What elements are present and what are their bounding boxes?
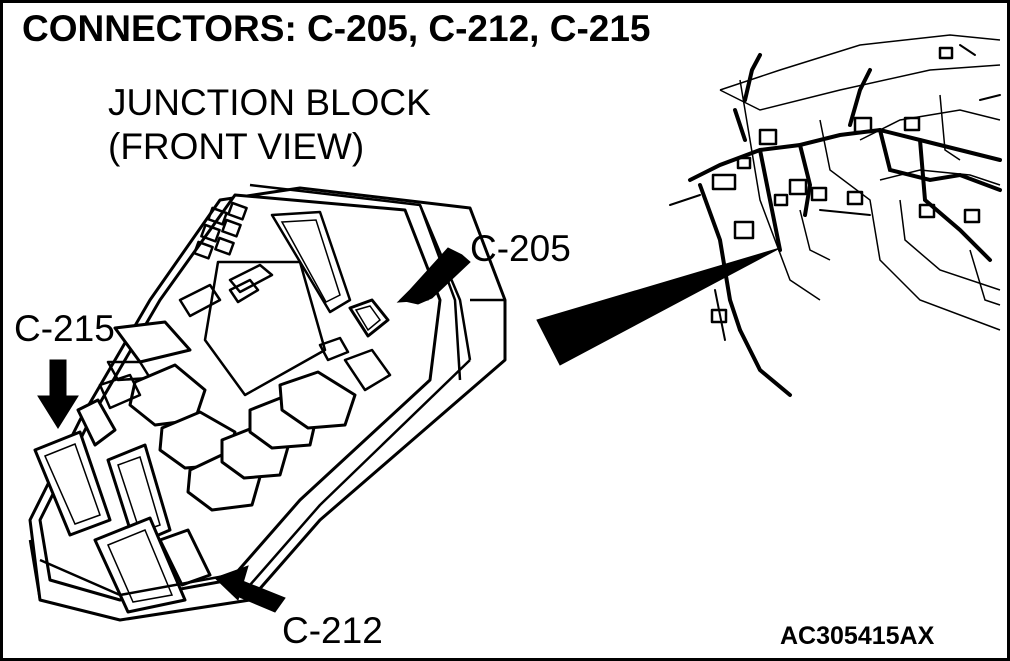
page-title: CONNECTORS: C-205, C-212, C-215: [22, 8, 651, 49]
top-fuse-cells: [193, 201, 248, 260]
arrow-c205: [396, 247, 471, 305]
arrow-c215: [37, 359, 79, 429]
relay-row: [128, 363, 357, 512]
callout-wedge: [536, 247, 781, 366]
subtitle-line-2: (FRONT VIEW): [108, 126, 365, 167]
junction-block: [28, 183, 507, 622]
subtitle-line-1: JUNCTION BLOCK: [108, 82, 431, 123]
dashboard-harness-sketch: [669, 34, 1002, 397]
arrow-c212: [214, 565, 286, 613]
label-c215: C-215: [14, 308, 115, 349]
figure-code: AC305415AX: [780, 622, 935, 650]
label-c205: C-205: [470, 228, 571, 269]
label-c212: C-212: [282, 610, 383, 651]
